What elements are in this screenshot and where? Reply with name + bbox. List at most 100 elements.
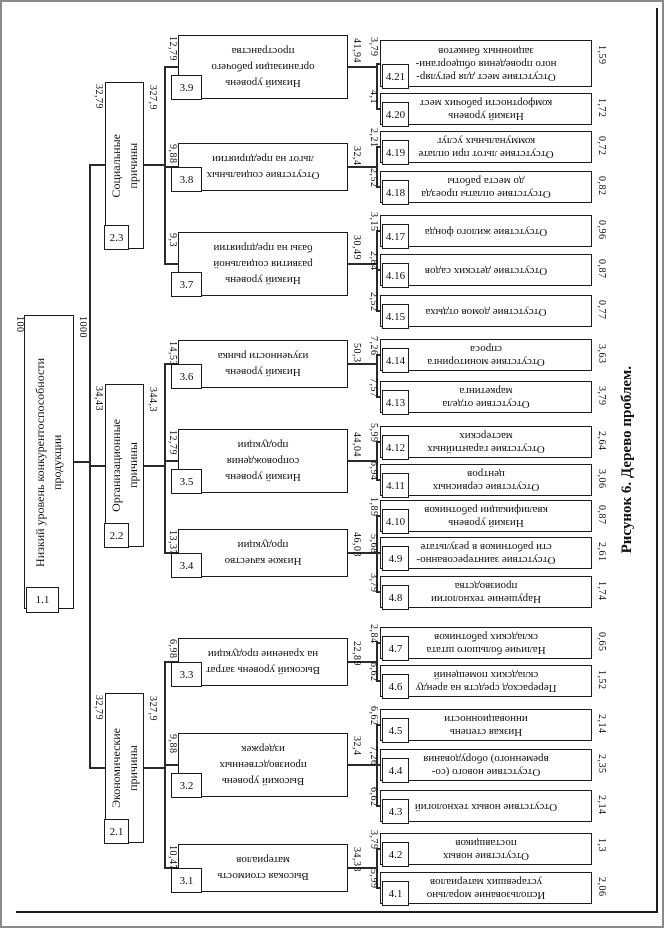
- weight-2-3: 32,79: [93, 84, 104, 109]
- node-4-8: Нарушение технологии производства: [380, 576, 592, 608]
- value-4-9: 2,61: [596, 542, 607, 562]
- weight-4-10: 1,89: [368, 497, 379, 517]
- weight-3-7: 9,3: [167, 233, 178, 247]
- value-3-9: 41,94: [351, 38, 362, 63]
- node-3-1-id: 3.1: [171, 868, 202, 893]
- node-3-1-label: Высокая стоимость материалов: [217, 854, 309, 882]
- connector-line: [89, 767, 105, 769]
- node-4-17-label: Отсутствие жилого фонда: [424, 225, 548, 238]
- connector-line: [376, 186, 381, 188]
- value-4-16: 0,87: [596, 259, 607, 279]
- node-4-15-label: Отсутствие домов отдыха: [425, 305, 547, 318]
- page-frame-right: [656, 8, 658, 913]
- connector-line: [376, 642, 381, 644]
- node-3-8: Отсутствие социальных льгот на предприят…: [178, 143, 348, 191]
- node-4-20-id: 4.20: [382, 102, 409, 127]
- connector-line: [164, 661, 178, 663]
- connector-line: [376, 230, 378, 312]
- node-4-21: Отсутствие мест для регуляр- ного провед…: [380, 40, 592, 87]
- node-3-6: Низкий уровень изученности рынка: [178, 340, 348, 388]
- weight-4-13: 7,57: [368, 378, 379, 398]
- connector-line: [376, 146, 381, 148]
- node-4-14-label: Отсутствие мониторинга спроса: [427, 343, 545, 368]
- node-4-6: Перерасход средств на аренду складских п…: [380, 665, 592, 697]
- node-4-12-id: 4.12: [382, 435, 409, 460]
- node-3-5-id: 3.5: [171, 469, 202, 494]
- weight-3-6: 14,53: [167, 341, 178, 366]
- node-4-2-label: Отсутствие новых поставщиков: [443, 837, 529, 862]
- node-1-1: Низкий уровень конкурентоспособности про…: [24, 315, 74, 609]
- node-4-19-id: 4.19: [382, 140, 409, 165]
- node-3-5-label: Низкий уровень сопровождения продукции: [225, 439, 301, 483]
- value-4-2: 1,3: [596, 838, 607, 852]
- connector-line: [376, 680, 381, 682]
- node-3-8-id: 3.8: [171, 167, 202, 192]
- connector-line: [376, 887, 381, 889]
- value-3-5: 44,04: [351, 432, 362, 457]
- node-4-2-id: 4.2: [382, 842, 409, 867]
- node-4-16-label: Отсутствие детских садов: [424, 264, 548, 277]
- node-4-3-id: 4.3: [382, 799, 409, 824]
- weight-4-20: 4,1: [368, 90, 379, 104]
- connector-line: [376, 724, 381, 726]
- connector-line: [348, 460, 376, 462]
- node-3-7: Низкий уровень развития социальной базы …: [178, 232, 348, 296]
- connector-line: [376, 848, 381, 850]
- node-3-3-id: 3.3: [171, 662, 202, 687]
- node-4-18: Отсутствие оплаты проезда до места работ…: [380, 171, 592, 203]
- weight-3-1: 10,47: [167, 845, 178, 870]
- node-4-5-id: 4.5: [382, 718, 409, 743]
- weight-4-16: 2,84: [368, 251, 379, 271]
- value-4-14: 3,63: [596, 344, 607, 364]
- value-4-11: 3,06: [596, 469, 607, 489]
- connector-line: [164, 867, 178, 869]
- weight-4-3: 6,62: [368, 787, 379, 807]
- node-4-12: Отсутствие гарантийных мастерских: [380, 426, 592, 458]
- node-2-1: Экономические причины: [105, 693, 144, 843]
- node-4-3-label: Отсутствие новых технологий: [414, 800, 558, 813]
- node-3-6-id: 3.6: [171, 364, 202, 389]
- weight-3-4: 13,37: [167, 530, 178, 555]
- connector-line: [376, 805, 381, 807]
- node-4-17-id: 4.17: [382, 224, 409, 249]
- connector-line: [376, 108, 381, 110]
- weight-4-8: 3,79: [368, 573, 379, 593]
- value-4-13: 3,79: [596, 386, 607, 406]
- connector-line: [348, 552, 376, 554]
- node-4-10-id: 4.10: [382, 509, 409, 534]
- connector-line: [164, 66, 166, 264]
- node-4-12-label: Отсутствие гарантийных мастерских: [427, 430, 545, 455]
- connector-line: [376, 63, 378, 110]
- weight-4-6: 6,62: [368, 662, 379, 682]
- value-4-15: 0,77: [596, 300, 607, 320]
- node-2-1-label: Экономические причины: [108, 728, 140, 808]
- node-2-3: Социальные причины: [105, 82, 144, 249]
- node-3-2: Высокий уровень производственных издерже…: [178, 733, 348, 797]
- node-4-14-id: 4.14: [382, 348, 409, 373]
- node-4-2: Отсутствие новых поставщиков: [380, 833, 592, 865]
- weight-4-2: 3,79: [368, 830, 379, 850]
- node-4-19: Отсутствие льгот при оплате коммунальных…: [380, 131, 592, 163]
- value-4-10: 0,87: [596, 505, 607, 525]
- node-3-6-label: Низкий уровень изученности рынка: [217, 350, 309, 378]
- connector-line: [144, 164, 164, 166]
- connector-line: [89, 164, 105, 166]
- weight-4-1: 5,99: [368, 869, 379, 889]
- node-2-2-id: 2.2: [104, 523, 129, 548]
- node-2-1-id: 2.1: [104, 819, 129, 844]
- connector-line: [376, 764, 381, 766]
- connector-line: [376, 552, 381, 554]
- node-4-13: Отсутствие отдела маркетинга: [380, 381, 592, 413]
- weight-2-1: 32,79: [93, 695, 104, 720]
- node-4-9: Отсутствие заинтересованно- сти работник…: [380, 537, 592, 569]
- node-2-3-label: Социальные причины: [108, 133, 140, 198]
- node-4-5: Низкая степень инновационности: [380, 709, 592, 741]
- node-4-7-id: 4.7: [382, 636, 409, 661]
- connector-line: [376, 441, 381, 443]
- node-4-11-label: Отсутствие сервисных центров: [432, 468, 540, 493]
- node-3-3-label: Высокий уровень затрат на хранение проду…: [206, 648, 320, 676]
- connector-line: [376, 515, 378, 593]
- value-3-2: 32,4: [351, 736, 362, 756]
- weight-4-21: 3,79: [368, 37, 379, 57]
- node-4-8-id: 4.8: [382, 585, 409, 610]
